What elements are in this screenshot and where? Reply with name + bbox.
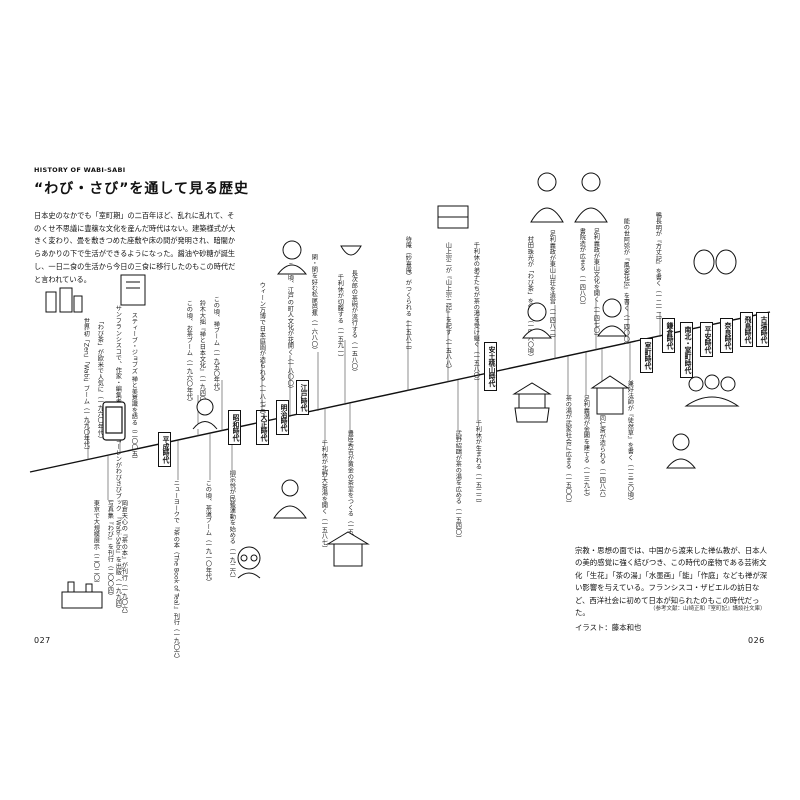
event-upper: 千利休が切腹する（一五九一） xyxy=(336,274,344,361)
era-taisho: 大正時代 xyxy=(256,410,269,446)
man-with-glasses-illustration xyxy=(237,546,261,579)
factory-illustration xyxy=(61,581,103,609)
people-group-illustration xyxy=(684,374,740,407)
silver-pavilion-illustration xyxy=(590,375,630,415)
event-upper: ウィーン万博で日本庭園が造られる（一八七三） xyxy=(258,282,266,419)
event-upper: 村田珠光が「わび茶」を創始（一四八〇頃） xyxy=(526,236,534,360)
book-illustration xyxy=(120,274,146,306)
event-upper: 能の世阿弥が『風姿花伝』を書く（一四〇〇） xyxy=(622,218,630,349)
event-upper: 「わび茶」が欧米で人気に（一九六〇年代） xyxy=(96,318,104,442)
event-upper: 閑・閑を好む松尾芭蕉（一六八〇） xyxy=(310,254,318,354)
tea-house-illustration xyxy=(326,531,370,567)
tea-room-illustration xyxy=(437,205,469,229)
event-lower: 茶の湯が武家社会に広まる（一五〇〇） xyxy=(564,395,572,507)
event-lower: 東求堂に同仁斎が造られる（一四八六） xyxy=(598,390,606,502)
animals-illustration xyxy=(693,249,737,275)
event-upper: 長次郎の茶碗が流行する（一五八〇） xyxy=(350,270,358,376)
bottles-illustration xyxy=(45,287,83,313)
samurai-illustration xyxy=(276,240,308,275)
era-azuchi: 安土桃山時代 xyxy=(484,342,497,391)
illustrator-credit: イラスト：藤本和也 xyxy=(575,623,642,632)
event-upper: サンフランシスコで、作家・編集者 レナード・コーレンがわびさびブック 『Wabi… xyxy=(114,305,121,613)
era-meiji: 明治時代 xyxy=(276,400,289,436)
golden-pavilion-illustration xyxy=(512,382,552,423)
era-nara: 奈良時代 xyxy=(720,318,733,354)
event-upper: 足利義政が東山山荘を造営（一四八二） xyxy=(548,230,556,342)
event-lower: 岡倉天心の『茶の本』が刊行（一九〇六） xyxy=(120,500,128,618)
page-number-left: 027 xyxy=(34,636,51,645)
monk-portrait-illustration xyxy=(597,298,627,337)
era-note: 宗教・思想の面では、中国から渡来した禅仏教が、日本人の美的感覚に強く結びつき、こ… xyxy=(575,546,768,618)
page-area xyxy=(30,150,770,655)
event-upper: この頃、江戸の町人文化が花開く（一八〇〇） xyxy=(286,262,294,393)
event-upper: 待庵（妙喜庵）がつくられる（一五八二） xyxy=(404,236,412,354)
event-upper: 鴨長明が『方丈記』を書く（一二一二） xyxy=(654,212,662,324)
era-muromachi: 室町時代 xyxy=(640,338,653,374)
event-lower: 兼好法師が『徒然草』を書く（一三三〇頃） xyxy=(626,380,634,504)
shogun-portrait-illustration xyxy=(521,302,553,339)
section-kicker: HISTORY OF WABI-SABI xyxy=(34,166,126,174)
event-lower: 足利義満が金閣を建てる（一三九七） xyxy=(582,395,590,501)
era-kofun: 古墳時代 xyxy=(756,312,769,348)
era-heian: 平安時代 xyxy=(700,322,713,358)
page-number-right: 026 xyxy=(748,636,765,645)
event-lower: ニューヨークで『茶の本（The Book of Tea）』刊行（一九〇六） xyxy=(172,480,180,663)
intro-paragraph: 日本史のなかでも「室町期」の二百年ほど、乱れに乱れて、そのくせ不思議に豊穣な文化… xyxy=(34,211,236,284)
era-heisei: 平成時代 xyxy=(158,432,171,468)
monk-illustration xyxy=(273,479,307,519)
era-edo: 江戸時代 xyxy=(296,380,309,416)
era-kamakura: 鎌倉時代 xyxy=(662,318,675,354)
smartphone-illustration xyxy=(102,401,126,441)
event-lower: 武野紹鷗が茶の湯を広める（一五四〇） xyxy=(454,430,462,542)
tea-bowl-illustration xyxy=(340,245,362,256)
event-upper: 足利義政が東山文化を開く（一四七〇） xyxy=(592,228,600,340)
event-lower: 豊臣秀吉が黄金の茶室をつくる（一五八五） xyxy=(346,430,354,554)
event-lower: 千利休が生まれる（一五二二） xyxy=(474,420,482,507)
courtiers-illustration xyxy=(530,172,608,223)
era-showa: 昭和時代 xyxy=(228,410,241,446)
event-upper: 山上宗二が『山上宗二記』を記す（一五八八） xyxy=(444,242,452,373)
event-upper: 千利休の弟子たちが茶の湯を受け継ぐ（一五八〇） xyxy=(472,242,480,385)
event-upper: この頃、お茶ブーム（一九六〇年代） xyxy=(185,300,193,406)
era-asuka: 飛鳥時代 xyxy=(740,312,753,348)
event-lower: 千利休が北野大茶湯を開く（一五八七） xyxy=(320,440,328,552)
event-upper: 鈴木大拙『禅と日本文化』（一九四〇） xyxy=(198,300,206,409)
event-lower: この頃、茶道ブーム（一九一〇年代） xyxy=(204,480,212,586)
event-upper: スティーブ・ジョブズ 禅と美意識を語る（二〇〇五） xyxy=(130,312,138,463)
event-upper: 世界初「Zen」「Wabi」ブーム（一九九〇年代） xyxy=(82,318,90,454)
page-title: “わび・さび”を通して見る歴史 xyxy=(34,181,249,197)
event-lower: 東京で大規模展示（二〇二〇） xyxy=(92,500,100,587)
era-nanboku: 南北・室町時代 xyxy=(680,322,693,378)
event-upper: この頃、禅ブーム（一九五〇年代） xyxy=(212,296,220,396)
person-illustration xyxy=(192,398,218,430)
scholar-illustration xyxy=(665,433,697,469)
event-lower: 柳宗悦が民藝運動を始める（一九二六） xyxy=(228,470,236,582)
event-lower: 写真集『わび』を刊行（二〇〇四） xyxy=(106,500,114,600)
event-upper: 書院造が広まる（一四八〇） xyxy=(578,228,586,309)
reference-note: （参考文献：山崎正和『室町記』講談社文庫） xyxy=(650,606,766,612)
